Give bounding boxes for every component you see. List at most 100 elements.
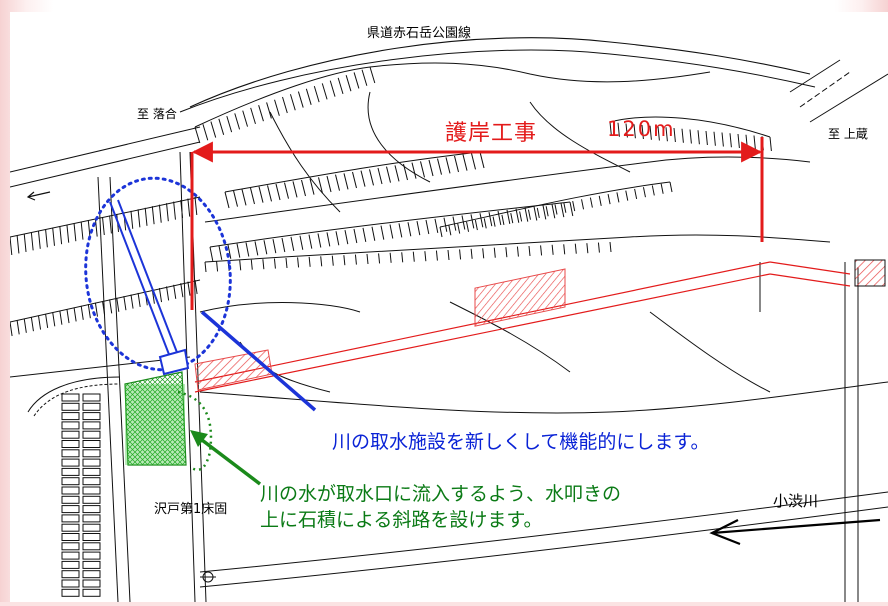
hachure-tick xyxy=(281,237,286,253)
hachure-tick xyxy=(272,239,277,254)
hachure-tick xyxy=(236,243,241,258)
hachure-tick xyxy=(439,226,443,238)
hachure-tick xyxy=(23,233,27,252)
hachure-tick xyxy=(87,220,91,239)
hachure-tick xyxy=(505,247,508,258)
to-kamikura-label: 至 上蔵 xyxy=(828,127,868,141)
hachure-tick xyxy=(689,129,692,144)
hachure-tick xyxy=(352,171,357,189)
hachure-tick xyxy=(412,251,415,262)
sill-block xyxy=(61,440,80,448)
sill-block xyxy=(61,412,80,421)
hachure-tick xyxy=(528,245,531,257)
hachure-tick xyxy=(641,124,644,140)
hachure-tick xyxy=(519,211,523,222)
sill-block xyxy=(82,579,101,588)
hachure-tick xyxy=(737,133,740,149)
hachure-tick xyxy=(369,169,374,186)
hachure-tick xyxy=(753,135,756,150)
hachure-tick xyxy=(554,204,558,215)
hachure-tick xyxy=(634,188,638,200)
hachure-tick xyxy=(420,161,425,178)
hachure-tick xyxy=(130,294,134,309)
left-road-curve xyxy=(27,376,121,413)
hachure-tick xyxy=(331,255,334,266)
sill-block xyxy=(82,402,101,411)
hachure-tick xyxy=(435,250,438,261)
sill-block xyxy=(82,486,101,495)
hachure-tick xyxy=(258,105,264,122)
hachure-tick xyxy=(52,312,56,327)
hachure-tick xyxy=(227,244,232,259)
hachure-tick xyxy=(452,216,457,231)
hachure-tick xyxy=(729,133,732,148)
sill-block xyxy=(61,505,80,514)
sill-block xyxy=(61,542,80,551)
hachure-tick xyxy=(657,126,660,141)
hachure-tick xyxy=(536,207,540,219)
hachure-tick xyxy=(308,234,313,249)
hachure-tick xyxy=(572,200,576,212)
hachure-tick xyxy=(292,181,298,198)
hachure-tick xyxy=(403,163,408,181)
hachure-tick xyxy=(282,96,288,114)
sill-block xyxy=(82,430,101,439)
sill-block xyxy=(82,477,101,486)
hachure-tick xyxy=(297,91,304,108)
hachure-tick xyxy=(305,88,312,105)
hachure-tick xyxy=(45,229,48,248)
right-end-hatch xyxy=(854,259,886,287)
revetment-length: 120m xyxy=(607,117,676,141)
hachure-tick xyxy=(80,221,84,240)
hachure-tick xyxy=(202,124,209,141)
hachure-tick xyxy=(16,235,20,254)
hachure-tick xyxy=(633,124,636,139)
red-hatch-area-1 xyxy=(474,268,566,327)
sill-block xyxy=(82,440,101,448)
hachure-tick xyxy=(73,307,77,322)
hachure-tick xyxy=(462,154,468,171)
hachure-tick xyxy=(37,230,41,249)
hachure-tick xyxy=(545,206,549,217)
hachure-tick xyxy=(353,228,358,244)
intake-highlight-ellipse xyxy=(84,176,232,372)
sill-block xyxy=(61,551,80,560)
hachure-tick xyxy=(589,197,593,208)
sill-block xyxy=(61,421,80,430)
hachure-tick xyxy=(501,214,505,225)
hachure-tick xyxy=(109,299,113,314)
hachure-tick xyxy=(94,302,98,317)
sill-block xyxy=(61,393,80,402)
hachure-tick xyxy=(210,121,217,138)
hachure-tick xyxy=(459,249,462,260)
hachure-tick xyxy=(497,210,502,226)
hachure-tick xyxy=(250,187,255,205)
slope-hachures xyxy=(9,66,772,337)
sill-block xyxy=(82,412,101,421)
hachure-tick xyxy=(250,259,253,270)
sill-block xyxy=(82,449,101,458)
river-flow-arrow xyxy=(709,518,881,546)
hachure-tick xyxy=(329,80,336,97)
hachure-tick xyxy=(180,283,184,298)
hachure-tick xyxy=(461,215,466,230)
hachure-tick xyxy=(194,196,198,216)
hachure-tick xyxy=(245,242,250,257)
sill-block xyxy=(82,458,101,467)
slope-annotation-line2: 上に石積による斜路を設けます。 xyxy=(260,509,543,531)
hachure-tick xyxy=(625,123,628,138)
sill-block xyxy=(61,495,80,504)
hachure-tick xyxy=(424,251,427,262)
hachure-tick xyxy=(321,83,328,100)
hachure-tick xyxy=(258,186,264,203)
hachure-tick xyxy=(137,209,141,228)
hachure-tick xyxy=(713,131,716,146)
hachure-tick xyxy=(569,201,574,217)
sill-block xyxy=(82,505,101,514)
hachure-tick xyxy=(187,198,191,217)
hachure-tick xyxy=(137,292,141,307)
sill-name-label: 沢戸第1床固 xyxy=(154,502,228,517)
hachure-tick xyxy=(361,69,368,86)
hachure-tick xyxy=(290,236,295,251)
hachure-tick xyxy=(273,258,276,269)
